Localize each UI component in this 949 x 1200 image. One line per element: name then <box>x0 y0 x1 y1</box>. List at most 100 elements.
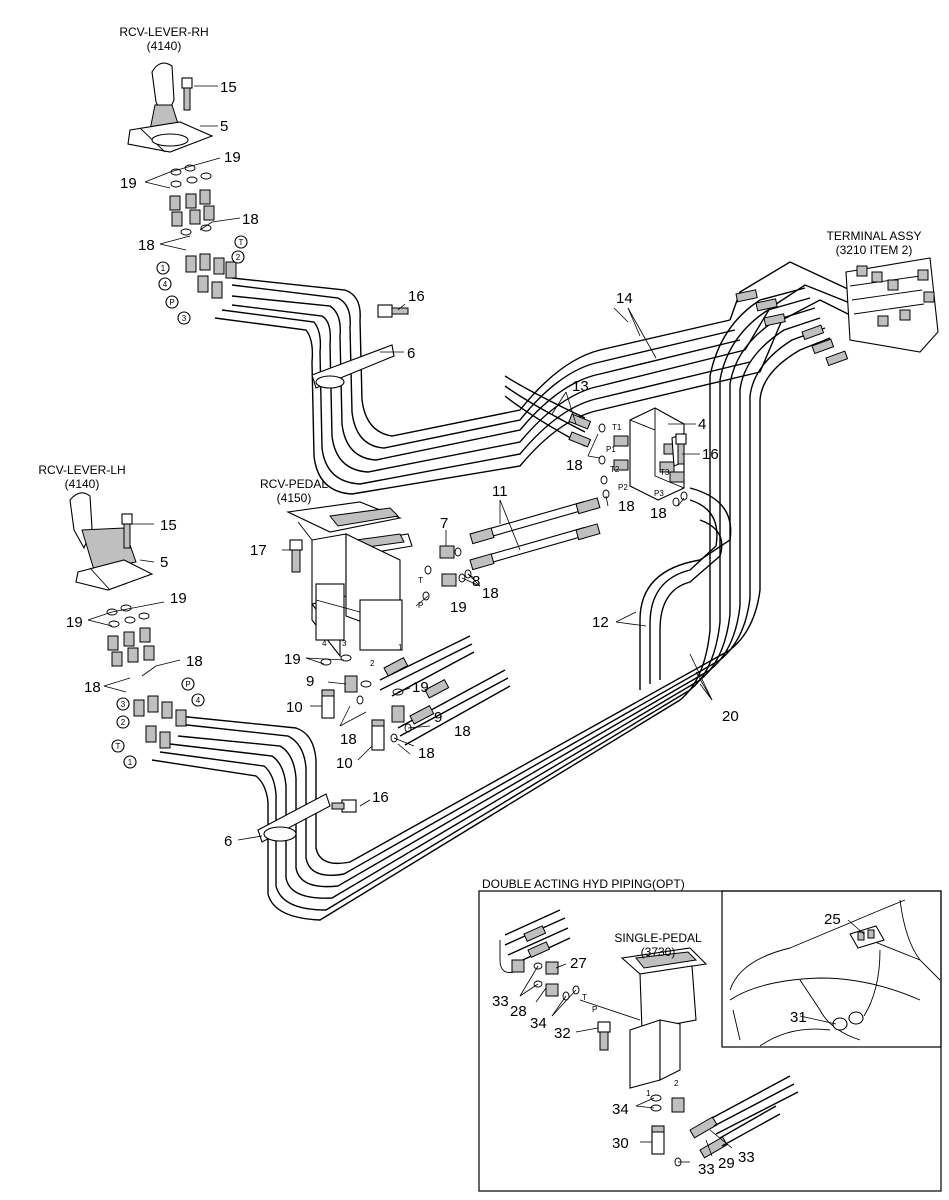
fitting-9-a <box>344 675 358 693</box>
port-p1: P1 <box>606 445 616 454</box>
terminal-assy <box>845 257 939 353</box>
svg-text:4: 4 <box>196 696 201 705</box>
callout-28: 28 <box>510 1003 527 1020</box>
callout-18-ped-a: 18 <box>340 731 357 748</box>
bolt-16-top <box>377 304 409 318</box>
callout-18-ped-c: 18 <box>418 745 435 762</box>
svg-text:4: 4 <box>163 280 168 289</box>
callout-10-b: 10 <box>336 755 353 772</box>
marker-rh-3: 3 <box>177 311 191 325</box>
marker-rh-4: 4 <box>158 277 172 291</box>
terminal-hose-ends <box>735 289 849 367</box>
hose-bundle-lh <box>151 287 831 921</box>
hose-11 <box>469 497 601 571</box>
port-pedal-p: P <box>418 601 423 610</box>
port-pedal-4: 4 <box>322 639 327 648</box>
port-t3: T3 <box>660 468 670 477</box>
svg-text:3: 3 <box>182 314 187 323</box>
callout-4: 4 <box>698 416 706 433</box>
inset-detail-box <box>721 890 942 1048</box>
callout-9-b: 9 <box>434 709 442 726</box>
svg-text:T: T <box>116 742 121 751</box>
o-rings <box>320 423 688 743</box>
callout-34-a: 34 <box>530 1015 547 1032</box>
callout-numbers: 15 5 19 19 18 18 16 6 14 13 4 16 18 18 1… <box>66 79 841 1178</box>
callout-15-lh: 15 <box>160 517 177 534</box>
clamp-lower <box>257 793 331 843</box>
label-rcv-lever-rh-code: (4140) <box>147 39 182 53</box>
marker-rh-t: T <box>234 235 248 249</box>
callout-33-b: 33 <box>698 1161 715 1178</box>
callout-19-lh-b: 19 <box>66 614 83 631</box>
fittings-rh <box>169 164 237 299</box>
pedal-hoses <box>379 635 511 746</box>
bolt-16-low <box>331 799 357 813</box>
rcv-lever-rh <box>127 62 214 153</box>
marker-lh-3: 3 <box>116 697 130 711</box>
callout-18-mid-a: 18 <box>566 457 583 474</box>
callout-5-top: 5 <box>220 118 228 135</box>
marker-rh-1: 1 <box>156 261 170 275</box>
callout-14: 14 <box>616 290 633 307</box>
callout-8: 8 <box>472 573 480 590</box>
callout-18-lh-b: 18 <box>84 679 101 696</box>
inset-cabin-detail <box>729 899 941 1047</box>
callout-6-low: 6 <box>224 833 232 850</box>
label-single-pedal-code: (3730) <box>641 945 676 959</box>
callout-18-mid-c: 18 <box>650 505 667 522</box>
callout-30: 30 <box>612 1135 629 1152</box>
fitting-7 <box>439 545 455 559</box>
port-labels: T1 P1 T2 P2 T3 P3 T P 4 3 2 1 1 2 T P <box>322 423 679 1098</box>
callout-19-lh-a: 19 <box>170 590 187 607</box>
callout-10-a: 10 <box>286 699 303 716</box>
fittings-lh <box>106 604 187 749</box>
svg-text:2: 2 <box>236 253 241 262</box>
callout-18-lh-a: 18 <box>186 653 203 670</box>
callout-19-top-b: 19 <box>120 175 137 192</box>
hose-bundle-rh <box>214 261 861 495</box>
callout-13: 13 <box>572 378 589 395</box>
label-single-pedal: SINGLE-PEDAL <box>614 931 702 945</box>
port-t2: T2 <box>610 465 620 474</box>
port-p2: P2 <box>618 483 628 492</box>
callout-11: 11 <box>492 483 508 500</box>
circled-markers: 1 4 P 3 T 2 3 2 T 1 P 4 <box>111 235 248 769</box>
label-rcv-lever-lh-code: (4140) <box>65 477 100 491</box>
marker-lh-p: P <box>181 677 195 691</box>
label-rcv-lever-lh: RCV-LEVER-LH <box>38 463 125 477</box>
port-single-p: P <box>592 1005 597 1014</box>
callout-32: 32 <box>554 1025 571 1042</box>
svg-text:P: P <box>185 680 190 689</box>
callout-16-low: 16 <box>372 789 389 806</box>
port-t1: T1 <box>612 423 622 432</box>
label-terminal-assy: TERMINAL ASSY <box>827 229 922 243</box>
port-pedal-t: T <box>418 576 423 585</box>
marker-lh-4: 4 <box>191 693 205 707</box>
port-single-t: T <box>582 993 587 1002</box>
port-pedal-2: 2 <box>370 659 375 668</box>
label-rcv-lever-rh: RCV-LEVER-RH <box>119 25 208 39</box>
callout-7: 7 <box>440 515 448 532</box>
callout-9-a: 9 <box>306 673 314 690</box>
callout-17: 17 <box>250 542 267 559</box>
port-single-1: 1 <box>646 1089 651 1098</box>
svg-text:P: P <box>169 298 174 307</box>
port-single-2: 2 <box>674 1079 679 1088</box>
svg-text:1: 1 <box>128 758 133 767</box>
fitting-10-b <box>371 719 385 751</box>
svg-text:2: 2 <box>121 718 126 727</box>
callout-20: 20 <box>722 708 739 725</box>
callout-19-mid: 19 <box>450 599 467 616</box>
leader-lines <box>87 85 865 1163</box>
port-pedal-3: 3 <box>342 639 347 648</box>
inset-hoses-upper <box>499 909 571 997</box>
fitting-8 <box>441 573 457 587</box>
port-pedal-1: 1 <box>398 643 403 652</box>
fitting-9-b <box>391 705 405 723</box>
callout-31: 31 <box>790 1009 807 1026</box>
clamp-upper <box>311 344 395 389</box>
port-p3: P3 <box>654 489 664 498</box>
label-rcv-pedal: RCV-PEDAL <box>260 477 328 491</box>
title-labels: RCV-LEVER-RH (4140) RCV-LEVER-LH (4140) … <box>38 25 921 959</box>
